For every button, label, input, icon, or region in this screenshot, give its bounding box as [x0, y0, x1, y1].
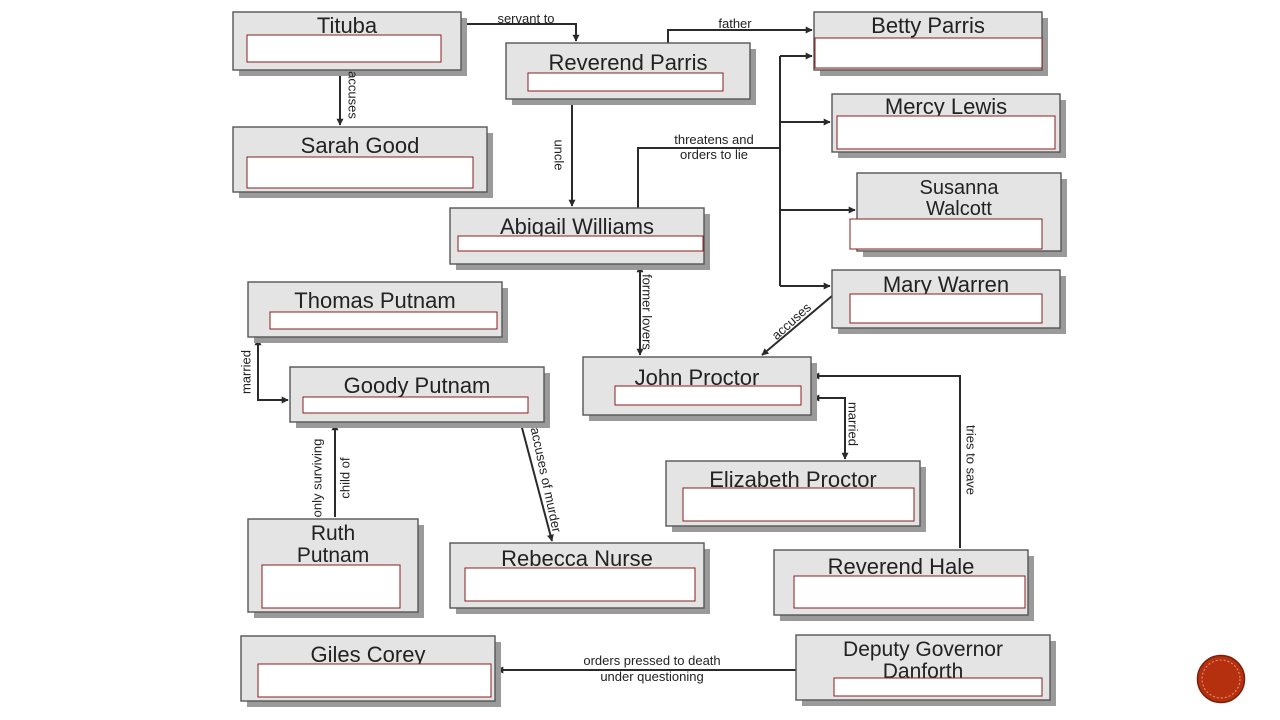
answer-blank-field[interactable]	[793, 575, 1026, 609]
edge-label: married	[846, 402, 861, 446]
answer-blank-field[interactable]	[814, 37, 1043, 69]
node-name: Mary Warren	[883, 272, 1009, 297]
node-john-proctor: John Proctor	[582, 356, 817, 421]
node-name: Betty Parris	[871, 13, 985, 38]
node-name: Giles Corey	[311, 642, 426, 667]
answer-blank-field[interactable]	[527, 72, 724, 92]
edge-line	[761, 295, 833, 356]
answer-blank-field[interactable]	[457, 235, 704, 252]
edge-label: tries to save	[964, 425, 979, 495]
node-name: Deputy Governor	[843, 638, 1003, 661]
edge-line	[812, 394, 849, 460]
node-name: Goody Putnam	[344, 373, 491, 398]
edge-parris-betty	[667, 26, 813, 43]
edges-layer	[254, 23, 961, 674]
answer-blank-field[interactable]	[682, 487, 915, 522]
edge-proctor-elizabeth	[812, 394, 849, 460]
edge-label: child of	[337, 457, 352, 499]
node-name: Ruth	[311, 522, 355, 545]
edge-label: under questioning	[600, 669, 703, 684]
answer-blank-field[interactable]	[849, 293, 1043, 324]
answer-blank-field[interactable]	[261, 564, 401, 609]
node-name: Thomas Putnam	[294, 288, 455, 313]
answer-blank-field[interactable]	[614, 385, 802, 406]
node-name: Putnam	[297, 544, 369, 567]
node-sarah-good: Sarah Good	[232, 126, 493, 198]
edge-thomas-goody	[254, 338, 289, 404]
edge-mary-proctor	[761, 295, 833, 356]
edge-line	[637, 147, 780, 208]
node-giles-corey: Giles Corey	[240, 635, 501, 707]
edge-line	[812, 372, 961, 548]
node-elizabeth-proctor: Elizabeth Proctor	[665, 460, 926, 532]
node-name: Susanna	[920, 177, 1000, 199]
node-name: Danforth	[883, 660, 964, 683]
node-name: Reverend Parris	[549, 50, 708, 75]
node-name: Walcott	[926, 198, 992, 220]
node-betty-parris: Betty Parris	[813, 11, 1048, 76]
node-mercy-lewis: Mercy Lewis	[831, 93, 1066, 158]
answer-blank-field[interactable]	[833, 677, 1043, 697]
node-thomas-putnam: Thomas Putnam	[247, 281, 508, 343]
node-rebecca-nurse: Rebecca Nurse	[449, 542, 710, 614]
node-name: Sarah Good	[301, 133, 420, 158]
edge-label: accuses	[769, 299, 815, 342]
edge-line	[667, 26, 813, 43]
node-abigail-williams: Abigail Williams	[449, 207, 710, 270]
node-name: Abigail Williams	[500, 214, 654, 239]
answer-blank-field[interactable]	[246, 34, 442, 63]
edge-hale-proctor	[812, 372, 961, 548]
answer-blank-field[interactable]	[269, 311, 498, 330]
edge-label: uncle	[552, 139, 567, 170]
node-reverend-hale: Reverend Hale	[773, 549, 1034, 621]
answer-blank-field[interactable]	[849, 218, 1043, 250]
edge-line	[254, 338, 289, 404]
edge-label: orders pressed to death	[583, 653, 720, 668]
edge-label: accuses	[346, 71, 361, 119]
node-name: Reverend Hale	[828, 554, 975, 579]
edge-line	[520, 423, 554, 542]
next-slide-button[interactable]	[1196, 654, 1246, 704]
answer-blank-field[interactable]	[257, 663, 492, 698]
edge-label: father	[718, 16, 752, 31]
node-name: Mercy Lewis	[885, 94, 1007, 119]
answer-blank-field[interactable]	[836, 115, 1056, 150]
edge-label: servant to	[497, 11, 554, 26]
edge-label: only surviving	[309, 439, 324, 518]
answer-blank-field[interactable]	[246, 156, 474, 189]
answer-blank-field[interactable]	[464, 567, 696, 602]
edge-abigail-girls	[637, 52, 856, 290]
edge-label: married	[238, 350, 253, 394]
edge-label: orders to lie	[680, 147, 748, 162]
node-mary-warren: Mary Warren	[831, 269, 1066, 334]
node-goody-putnam: Goody Putnam	[289, 366, 550, 428]
circle-button-icon	[1196, 654, 1246, 704]
edge-goody-rebecca	[520, 423, 554, 542]
node-tituba: Tituba	[232, 11, 467, 76]
edge-label: former lovers	[640, 274, 655, 350]
edge-tituba-parris	[461, 23, 580, 42]
node-name: Rebecca Nurse	[501, 546, 653, 571]
answer-blank-field[interactable]	[302, 396, 529, 414]
edge-label: threatens and	[674, 132, 754, 147]
node-reverend-parris: Reverend Parris	[505, 42, 756, 105]
node-name: Tituba	[317, 13, 378, 38]
edge-line	[461, 23, 580, 42]
